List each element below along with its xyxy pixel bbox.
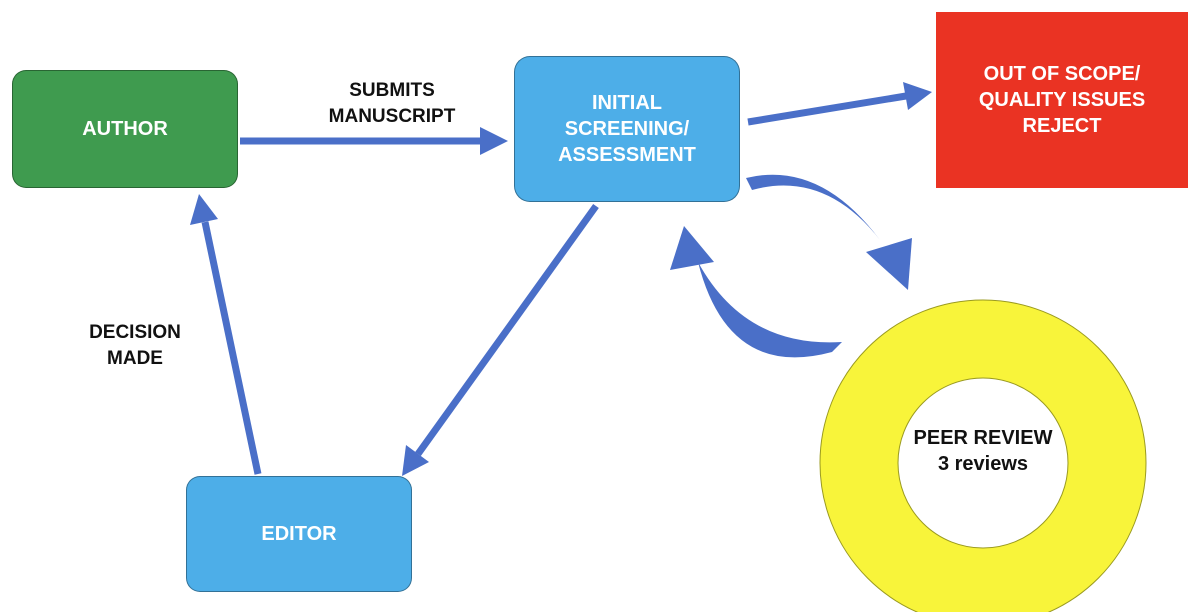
initial-screening-box: INITIAL SCREENING/ ASSESSMENT — [514, 56, 740, 202]
arrow-screening-to-reject — [747, 82, 932, 126]
reject-box: OUT OF SCOPE/ QUALITY ISSUES REJECT — [936, 12, 1188, 188]
curved-arrow-to-screening — [670, 226, 842, 358]
arrow-screening-to-editor — [402, 203, 599, 476]
decision-made-label: DECISION MADE — [60, 320, 210, 371]
reject-label-line-1: OUT OF SCOPE/ — [983, 63, 1141, 85]
screening-label-line-2: SCREENING/ — [564, 118, 690, 140]
editor-label: EDITOR — [261, 523, 337, 545]
decision-label-line-1: DECISION — [89, 322, 181, 343]
screening-label-line-1: INITIAL — [592, 92, 662, 114]
author-label: AUTHOR — [82, 118, 168, 140]
peer-review-label: PEER REVIEW 3 reviews — [903, 425, 1063, 477]
peer-review-subtitle: 3 reviews — [937, 453, 1029, 475]
submits-label-line-1: SUBMITS — [349, 80, 435, 101]
peer-review-ring — [820, 300, 1146, 612]
reject-label-line-2: QUALITY ISSUES — [978, 89, 1146, 111]
arrow-editor-to-author — [190, 194, 262, 475]
reject-label-line-3: REJECT — [1022, 115, 1102, 137]
curved-arrow-to-peer-review — [746, 174, 912, 290]
screening-label-line-3: ASSESSMENT — [558, 144, 696, 166]
peer-review-ring-outline-outer — [819, 299, 1147, 612]
submits-label-line-2: MANUSCRIPT — [328, 105, 456, 127]
submits-manuscript-label: SUBMITS MANUSCRIPT — [292, 78, 492, 129]
peer-review-title: PEER REVIEW — [913, 427, 1053, 449]
editor-box: EDITOR — [186, 476, 412, 592]
author-box: AUTHOR — [12, 70, 238, 188]
peer-review-ring-outline-inner — [897, 377, 1069, 549]
decision-label-line-2: MADE — [107, 347, 163, 369]
arrow-author-to-screening — [240, 127, 508, 155]
